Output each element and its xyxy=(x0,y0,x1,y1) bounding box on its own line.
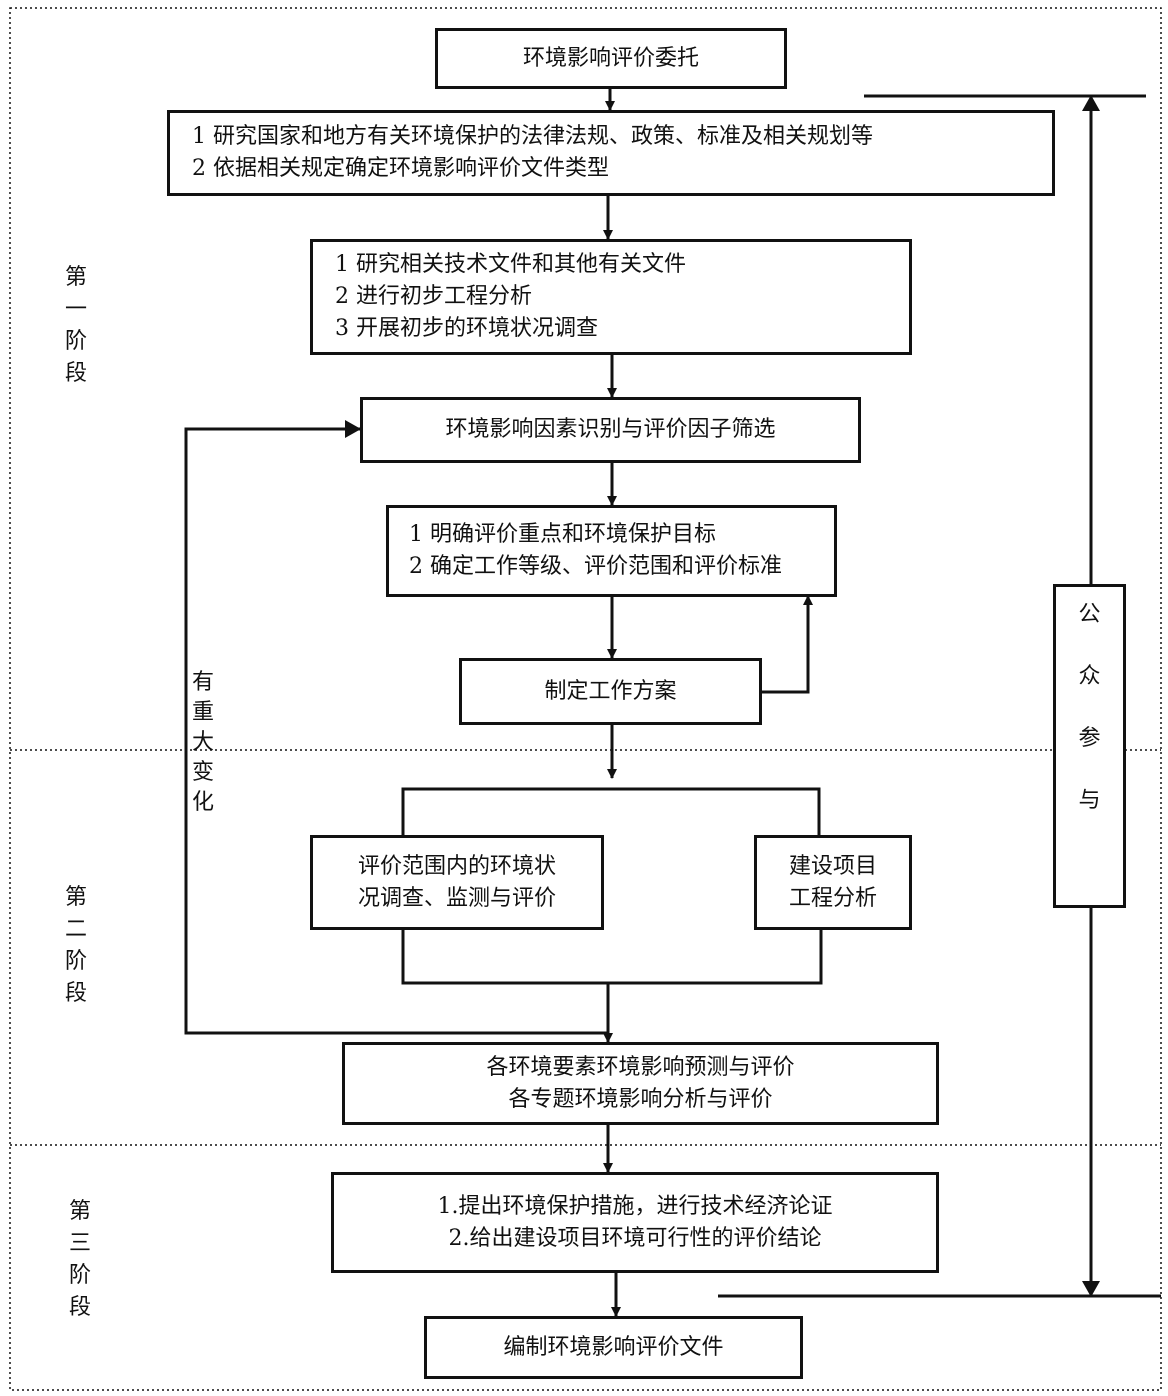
box-plan: 制定工作方案 xyxy=(459,658,762,725)
branch-split xyxy=(401,787,821,835)
box-survey: 评价范围内的环境状 况调查、监测与评价 xyxy=(310,835,604,930)
box-predict: 各环境要素环境影响预测与评价 各专题环境影响分析与评价 xyxy=(342,1042,939,1125)
box-identify: 环境影响因素识别与评价因子筛选 xyxy=(360,397,861,463)
box-research-laws: 1 研究国家和地方有关环境保护的法律法规、政策、标准及相关规划等 2 依据相关规… xyxy=(167,110,1055,196)
branch-merge xyxy=(401,929,823,985)
stage-label-2: 第二阶段 xyxy=(64,885,87,1006)
box-measures: 1.提出环境保护措施，进行技术经济论证 2.给出建设项目环境可行性的评价结论 xyxy=(331,1172,939,1273)
stage-label-3: 第三阶段 xyxy=(68,1199,91,1320)
box-public-participation: 公 众 参 与 xyxy=(1053,584,1126,908)
arrow-plan-to-define xyxy=(761,595,813,694)
major-change-label: 有重大变化 xyxy=(191,670,214,815)
box-define: 1 明确评价重点和环境保护目标 2 确定工作等级、评价范围和评价标准 xyxy=(386,505,837,597)
box-project: 建设项目 工程分析 xyxy=(754,835,912,930)
box-research-docs: 1 研究相关技术文件和其他有关文件 2 进行初步工程分析 3 开展初步的环境状况… xyxy=(310,239,912,355)
outer-frame xyxy=(9,7,1162,1391)
box-entrust: 环境影响评价委托 xyxy=(435,28,787,89)
box-compile: 编制环境影响评价文件 xyxy=(424,1316,803,1379)
stage-label-1: 第一阶段 xyxy=(64,265,87,386)
major-change-loop xyxy=(184,420,608,1035)
